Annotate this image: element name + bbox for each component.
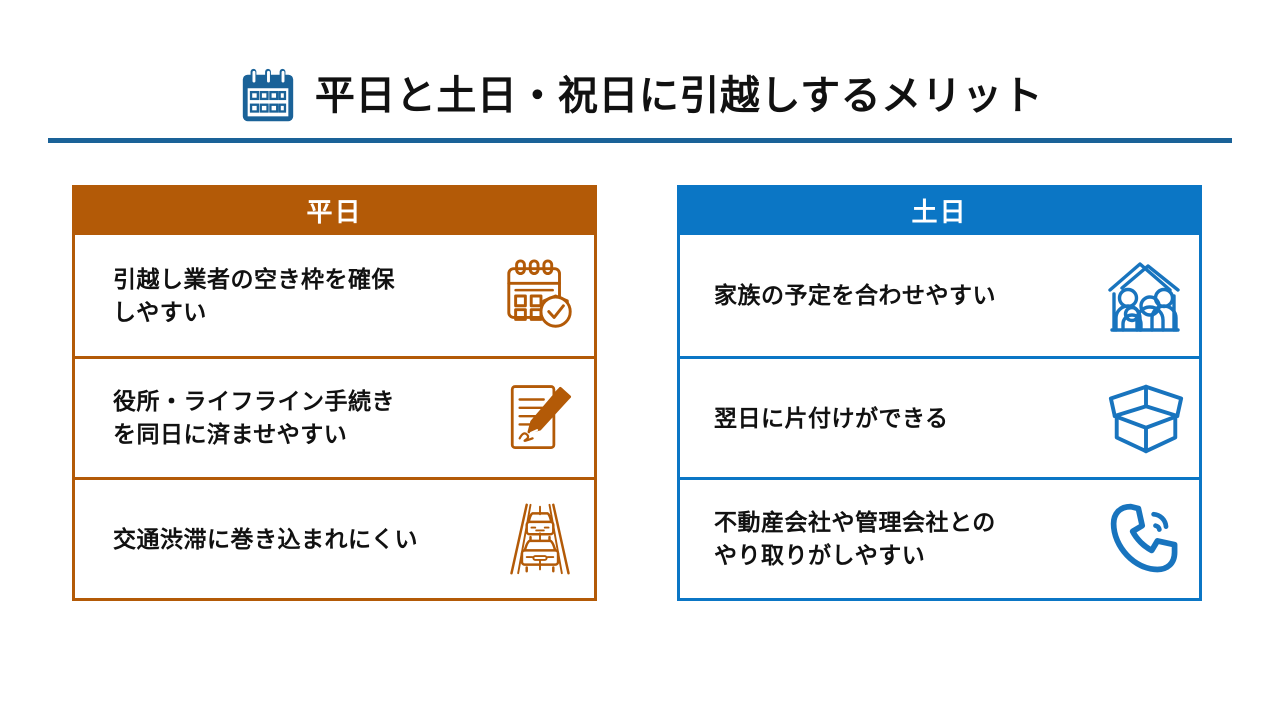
open-box-icon (1103, 375, 1189, 461)
table-row-text: 交通渋滞に巻き込まれにくい (113, 525, 419, 552)
weekday-table-header: 平日 (72, 185, 597, 235)
table-row-text: 翌日に片付けができる (714, 404, 949, 431)
table-row[interactable]: 役所・ライフライン手続き を同日に済ませやすい (75, 356, 594, 477)
table-row-text: 引越し業者の空き枠を確保 しやすい (113, 265, 395, 325)
family-house-icon (1103, 253, 1189, 339)
weekend-table: 土日 家族の予定を合わせやすい (677, 185, 1202, 601)
weekend-table-body: 家族の予定を合わせやすい (677, 235, 1202, 601)
phone-call-icon (1103, 496, 1189, 582)
table-row-text: 不動産会社や管理会社との やり取りがしやすい (714, 509, 996, 568)
table-row[interactable]: 不動産会社や管理会社との やり取りがしやすい (680, 477, 1199, 598)
title-divider (48, 138, 1232, 143)
calendar-icon (237, 65, 299, 127)
document-pen-icon (500, 378, 580, 458)
table-row[interactable]: 交通渋滞に巻き込まれにくい (75, 477, 594, 598)
page-title-text: 平日と土日・祝日に引越しするメリット (314, 74, 1044, 118)
table-row[interactable]: 翌日に片付けができる (680, 356, 1199, 477)
weekday-table-body: 引越し業者の空き枠を確保 しやすい (72, 235, 597, 601)
table-row[interactable]: 引越し業者の空き枠を確保 しやすい (75, 235, 594, 356)
weekday-table: 平日 引越し業者の空き枠を確保 しやすい (72, 185, 597, 601)
road-traffic-icon (500, 499, 580, 579)
table-row[interactable]: 家族の予定を合わせやすい (680, 235, 1199, 356)
weekend-table-header: 土日 (677, 185, 1202, 235)
calendar-check-icon (500, 256, 580, 336)
table-row-text: 役所・ライフライン手続き を同日に済ませやすい (113, 388, 395, 447)
page-title: 平日と土日・祝日に引越しするメリット (0, 60, 1280, 132)
table-row-text: 家族の予定を合わせやすい (714, 282, 996, 309)
